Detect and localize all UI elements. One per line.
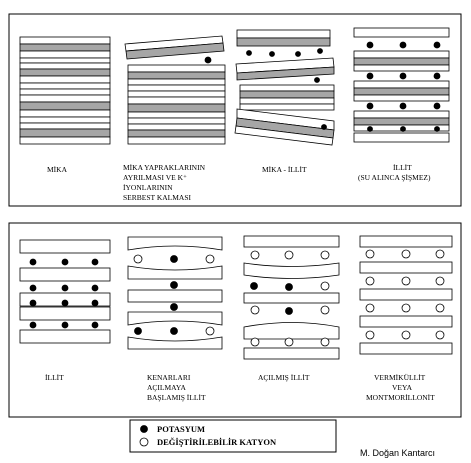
- edge-opening-illite-stack: [127, 236, 223, 350]
- legend-potassium: POTASYUM: [157, 424, 205, 434]
- mica-stack: [19, 36, 111, 145]
- potassium-ion: [295, 51, 301, 57]
- potassium-ion: [314, 77, 320, 83]
- illite-stack: [19, 239, 111, 344]
- exchangeable-cation-legend-icon: [139, 437, 149, 447]
- svg-text:AÇILMAYA: AÇILMAYA: [147, 383, 186, 392]
- svg-text:VEYA: VEYA: [392, 383, 413, 392]
- potassium-legend-icon: [140, 425, 148, 433]
- legend-exchangeable-cation: DEĞİŞTİRİLEBİLİR KATYON: [157, 437, 277, 447]
- vermiculite-montmorillonite-stack: [359, 235, 453, 355]
- caption-opened-illite: AÇILMIŞ İLLİT: [258, 373, 310, 382]
- svg-text:MİKA YAPRAKLARININ: MİKA YAPRAKLARININ: [123, 163, 206, 172]
- caption-illite-nonswelling: İLLİT (SU ALINCA ŞİŞMEZ): [358, 163, 431, 182]
- svg-text:AYRILMASI VE K⁺: AYRILMASI VE K⁺: [123, 173, 187, 182]
- mica-illite-stack: [234, 29, 335, 146]
- legend-frame: [129, 419, 337, 453]
- svg-text:VERMİKÜLLİT: VERMİKÜLLİT: [374, 373, 426, 382]
- svg-text:SERBEST KALMASI: SERBEST KALMASI: [123, 193, 192, 202]
- svg-text:(SU ALINCA ŞİŞMEZ): (SU ALINCA ŞİŞMEZ): [358, 173, 431, 182]
- caption-mica: MİKA: [47, 165, 68, 174]
- potassium-ion: [321, 124, 327, 130]
- potassium-ion: [204, 56, 212, 64]
- svg-text:BAŞLAMIŞ İLLİT: BAŞLAMIŞ İLLİT: [147, 393, 206, 402]
- bottom-panel-frame: [8, 222, 462, 418]
- illite-top-stack: [353, 27, 450, 143]
- opened-illite-stack: [243, 235, 340, 360]
- svg-text:İYONLARININ: İYONLARININ: [123, 183, 173, 192]
- mica-separation-stack: [124, 35, 226, 145]
- potassium-ion: [246, 50, 252, 56]
- potassium-ion: [269, 51, 275, 57]
- caption-vermiculite: VERMİKÜLLİT VEYA MONTMORİLLONİT: [366, 373, 435, 402]
- svg-text:İLLİT: İLLİT: [393, 163, 412, 172]
- caption-mica-illite: MİKA - İLLİT: [262, 165, 307, 174]
- caption-mica-separation: MİKA YAPRAKLARININ AYRILMASI VE K⁺ İYONL…: [123, 163, 206, 202]
- potassium-ion: [317, 48, 323, 54]
- top-panel-frame: [8, 13, 462, 207]
- svg-text:KENARLARI: KENARLARI: [147, 373, 191, 382]
- caption-edge-opening-illite: KENARLARI AÇILMAYA BAŞLAMIŞ İLLİT: [147, 373, 206, 402]
- svg-text:MONTMORİLLONİT: MONTMORİLLONİT: [366, 393, 435, 402]
- caption-illite: İLLİT: [45, 373, 64, 382]
- author-credit: M. Doğan Kantarcı: [360, 448, 435, 458]
